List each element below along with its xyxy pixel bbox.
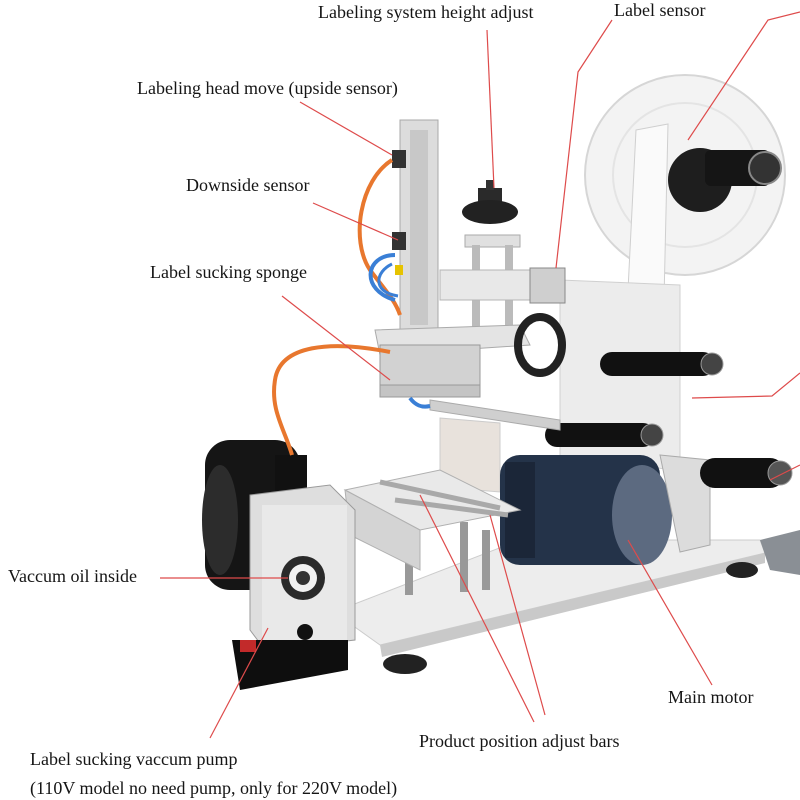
pump-base bbox=[232, 640, 348, 690]
sensor-cable-blue-1 bbox=[368, 253, 396, 302]
main-motor bbox=[500, 455, 672, 565]
label-sponge: Label sucking sponge bbox=[150, 262, 307, 282]
base-foot-left bbox=[383, 654, 427, 674]
power-plug bbox=[240, 640, 256, 652]
rewind-roller bbox=[700, 458, 785, 488]
main-motor-endcap bbox=[612, 465, 672, 565]
label-adjust-bars: Product position adjust bars bbox=[419, 731, 620, 751]
base-plate-edge bbox=[380, 553, 765, 657]
label-vacuum-oil: Vaccum oil inside bbox=[8, 566, 137, 586]
callout-sponge bbox=[281, 295, 391, 381]
head-connector-blue bbox=[408, 396, 431, 409]
base-foot-right bbox=[726, 562, 758, 578]
label-pump-note: (110V model no need pump, only for 220V … bbox=[30, 778, 398, 798]
sensor-cable-blue-2 bbox=[377, 262, 399, 298]
callout-lines bbox=[160, 11, 800, 739]
control-box bbox=[760, 530, 800, 575]
height-adjust-frame bbox=[464, 234, 521, 248]
callout-adjust-bar-1 bbox=[419, 494, 535, 723]
callout-height-adjust bbox=[486, 29, 495, 189]
oil-sight-glass-center bbox=[296, 571, 310, 585]
label-reel-assembly bbox=[584, 74, 786, 301]
vacuum-pump bbox=[202, 440, 356, 690]
air-tube-lower bbox=[272, 344, 391, 456]
label-head-move: Labeling head move (upside sensor) bbox=[137, 78, 398, 98]
middle-roller-end bbox=[640, 423, 664, 447]
label-height-adjust: Labeling system height adjust bbox=[318, 2, 534, 22]
product-tray-assembly bbox=[343, 469, 522, 595]
callout-main-motor bbox=[627, 539, 713, 686]
height-adjust-knob bbox=[462, 200, 518, 224]
top-roller-end bbox=[700, 352, 724, 376]
label-vacuum-pump: Label sucking vaccum pump bbox=[30, 749, 238, 769]
callout-head-move bbox=[299, 101, 393, 156]
head-rail-channel bbox=[410, 130, 428, 325]
middle-roller bbox=[545, 423, 655, 447]
upside-sensor bbox=[392, 150, 406, 168]
label-main-motor: Main motor bbox=[668, 687, 754, 707]
callout-downside-sensor bbox=[312, 202, 399, 241]
callout-right-upper bbox=[691, 372, 800, 399]
pump-motor-fan-cover bbox=[202, 465, 238, 575]
callout-reel bbox=[687, 11, 800, 141]
label-downside-sensor: Downside sensor bbox=[186, 175, 310, 195]
callout-vacuum-pump bbox=[209, 627, 269, 739]
labeling-head-assembly bbox=[374, 119, 566, 398]
tray-leg-2 bbox=[460, 522, 468, 592]
label-label-sensor: Label sensor bbox=[614, 0, 706, 20]
label-sensor-block bbox=[529, 267, 566, 304]
rewind-roller-end bbox=[767, 460, 793, 486]
tubes bbox=[272, 158, 431, 456]
downside-sensor bbox=[392, 232, 406, 250]
sensor-indicator bbox=[395, 265, 403, 275]
product-adjust-bar-1 bbox=[379, 479, 501, 511]
callout-label-sensor bbox=[555, 19, 613, 269]
reel-shaft-end bbox=[748, 151, 782, 185]
rollers bbox=[545, 352, 793, 488]
tray-leg-3 bbox=[482, 530, 490, 590]
roller-bracket bbox=[659, 454, 711, 553]
labeling-head bbox=[379, 344, 481, 386]
top-roller bbox=[600, 352, 715, 376]
product-adjust-bar-2 bbox=[394, 497, 509, 518]
height-adjust-knob-pin bbox=[486, 180, 494, 190]
callout-right-lower bbox=[769, 464, 800, 481]
callout-adjust-bar-2 bbox=[489, 514, 546, 716]
guide-ring bbox=[514, 313, 566, 377]
pump-drain-knob bbox=[297, 624, 313, 640]
sucking-sponge bbox=[379, 384, 481, 398]
